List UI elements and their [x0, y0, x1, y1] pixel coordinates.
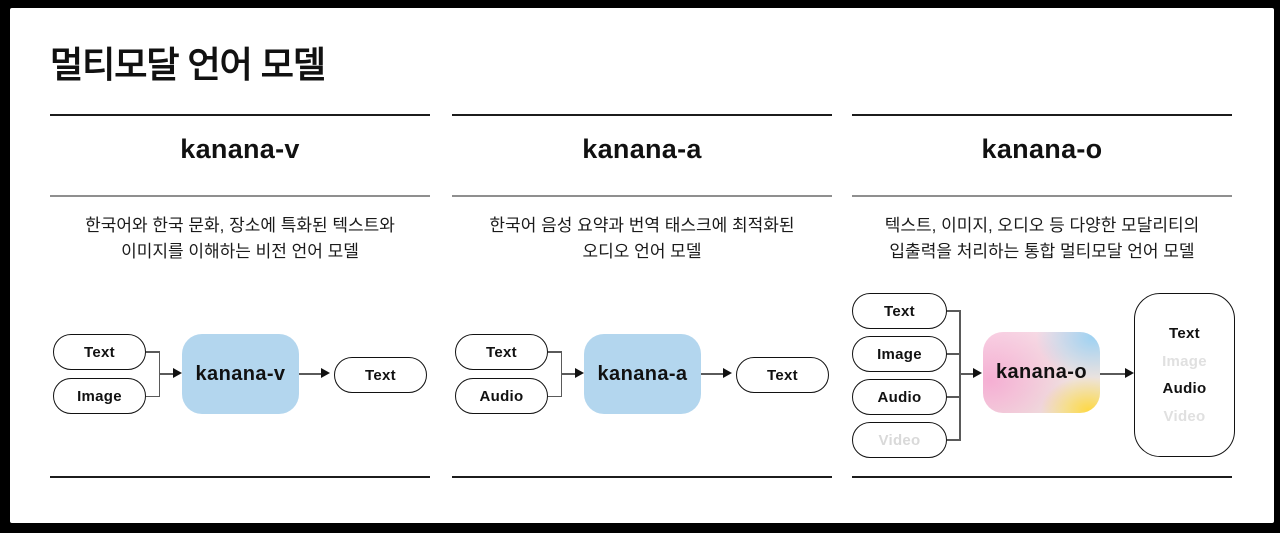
- model-description: 한국어 음성 요약과 번역 태스크에 최적화된 오디오 언어 모델: [452, 213, 832, 265]
- model-name-heading: kanana-o: [981, 134, 1103, 164]
- output-item-text: Text: [1169, 325, 1200, 342]
- connector-line: [959, 310, 961, 441]
- input-pill-audio: Audio: [455, 378, 548, 414]
- connector-line: [158, 351, 160, 397]
- input-pill-text: Text: [455, 334, 548, 370]
- output-pill-label: Text: [365, 366, 396, 384]
- divider: [50, 114, 430, 116]
- output-pill-text: Text: [334, 357, 427, 393]
- input-pill-label: Video: [878, 431, 921, 449]
- input-pill-label: Audio: [479, 387, 524, 405]
- divider: [852, 114, 1232, 116]
- connector-line: [947, 439, 960, 441]
- input-pill-image: Image: [852, 336, 947, 372]
- connector-line: [1100, 373, 1126, 375]
- model-name-heading: kanana-a: [582, 134, 702, 164]
- description-line: 한국어 음성 요약과 번역 태스크에 최적화된: [489, 216, 795, 235]
- connector-line: [947, 353, 960, 355]
- output-pill-text: Text: [736, 357, 829, 393]
- model-box-kanana-v: kanana-v: [182, 334, 299, 414]
- model-description: 한국어와 한국 문화, 장소에 특화된 텍스트와 이미지를 이해하는 비전 언어…: [50, 213, 430, 265]
- connector-line: [562, 373, 576, 375]
- connector-line: [146, 395, 160, 397]
- connector-line: [146, 351, 160, 353]
- model-box-label: kanana-v: [195, 362, 286, 385]
- model-description: 텍스트, 이미지, 오디오 등 다양한 모달리티의 입출력을 처리하는 통합 멀…: [852, 213, 1232, 265]
- arrow-right-icon: [575, 368, 584, 378]
- model-box-kanana-o: kanana-o: [983, 332, 1100, 413]
- column-kanana-a: kanana-a 한국어 음성 요약과 번역 태스크에 최적화된 오디오 언어 …: [452, 0, 832, 533]
- description-line: 입출력을 처리하는 통합 멀티모달 언어 모델: [889, 242, 1195, 261]
- description-line: 오디오 언어 모델: [582, 242, 702, 261]
- connector-line: [701, 373, 725, 375]
- column-kanana-v: kanana-v 한국어와 한국 문화, 장소에 특화된 텍스트와 이미지를 이…: [50, 0, 430, 533]
- model-box-label: kanana-o: [995, 361, 1087, 383]
- arrow-right-icon: [1125, 368, 1134, 378]
- divider: [852, 476, 1232, 478]
- divider: [452, 195, 832, 197]
- input-pill-label: Image: [77, 387, 122, 405]
- model-name-heading: kanana-v: [180, 134, 300, 164]
- divider: [452, 114, 832, 116]
- arrow-right-icon: [321, 368, 330, 378]
- arrow-right-icon: [723, 368, 732, 378]
- column-kanana-o: kanana-o 텍스트, 이미지, 오디오 등 다양한 모달리티의 입출력을 …: [852, 0, 1235, 533]
- model-box-kanana-a: kanana-a: [584, 334, 701, 414]
- divider: [452, 476, 832, 478]
- input-pill-label: Text: [486, 343, 517, 361]
- connector-line: [548, 351, 562, 353]
- divider: [852, 195, 1232, 197]
- description-line: 이미지를 이해하는 비전 언어 모델: [121, 242, 359, 261]
- description-line: 텍스트, 이미지, 오디오 등 다양한 모달리티의: [884, 216, 1200, 235]
- connector-line: [947, 310, 960, 312]
- connector-line: [548, 395, 562, 397]
- arrow-right-icon: [973, 368, 982, 378]
- input-pill-text: Text: [852, 293, 947, 329]
- slide-canvas: [10, 8, 1274, 523]
- input-pill-label: Text: [84, 343, 115, 361]
- input-pill-audio: Audio: [852, 379, 947, 415]
- input-pill-label: Image: [877, 345, 922, 363]
- divider: [50, 476, 430, 478]
- connector-line: [560, 351, 562, 397]
- output-pill-label: Text: [767, 366, 798, 384]
- output-item-image: Image: [1162, 352, 1207, 370]
- model-box-label: kanana-a: [597, 362, 688, 385]
- page-title: 멀티모달 언어 모델: [50, 44, 326, 85]
- connector-line: [947, 396, 960, 398]
- input-pill-label: Text: [884, 302, 915, 320]
- description-line: 한국어와 한국 문화, 장소에 특화된 텍스트와: [85, 216, 395, 235]
- input-pill-video: Video: [852, 422, 947, 458]
- connector-line: [160, 373, 174, 375]
- divider: [50, 195, 430, 197]
- connector-line: [299, 373, 323, 375]
- input-pill-text: Text: [53, 334, 146, 370]
- input-pill-image: Image: [53, 378, 146, 414]
- output-item-audio: Audio: [1162, 380, 1207, 397]
- arrow-right-icon: [173, 368, 182, 378]
- input-pill-label: Audio: [877, 388, 922, 406]
- output-item-video: Video: [1163, 407, 1206, 425]
- connector-line: [960, 373, 974, 375]
- output-modalities-box: Text Image Audio Video: [1134, 293, 1235, 457]
